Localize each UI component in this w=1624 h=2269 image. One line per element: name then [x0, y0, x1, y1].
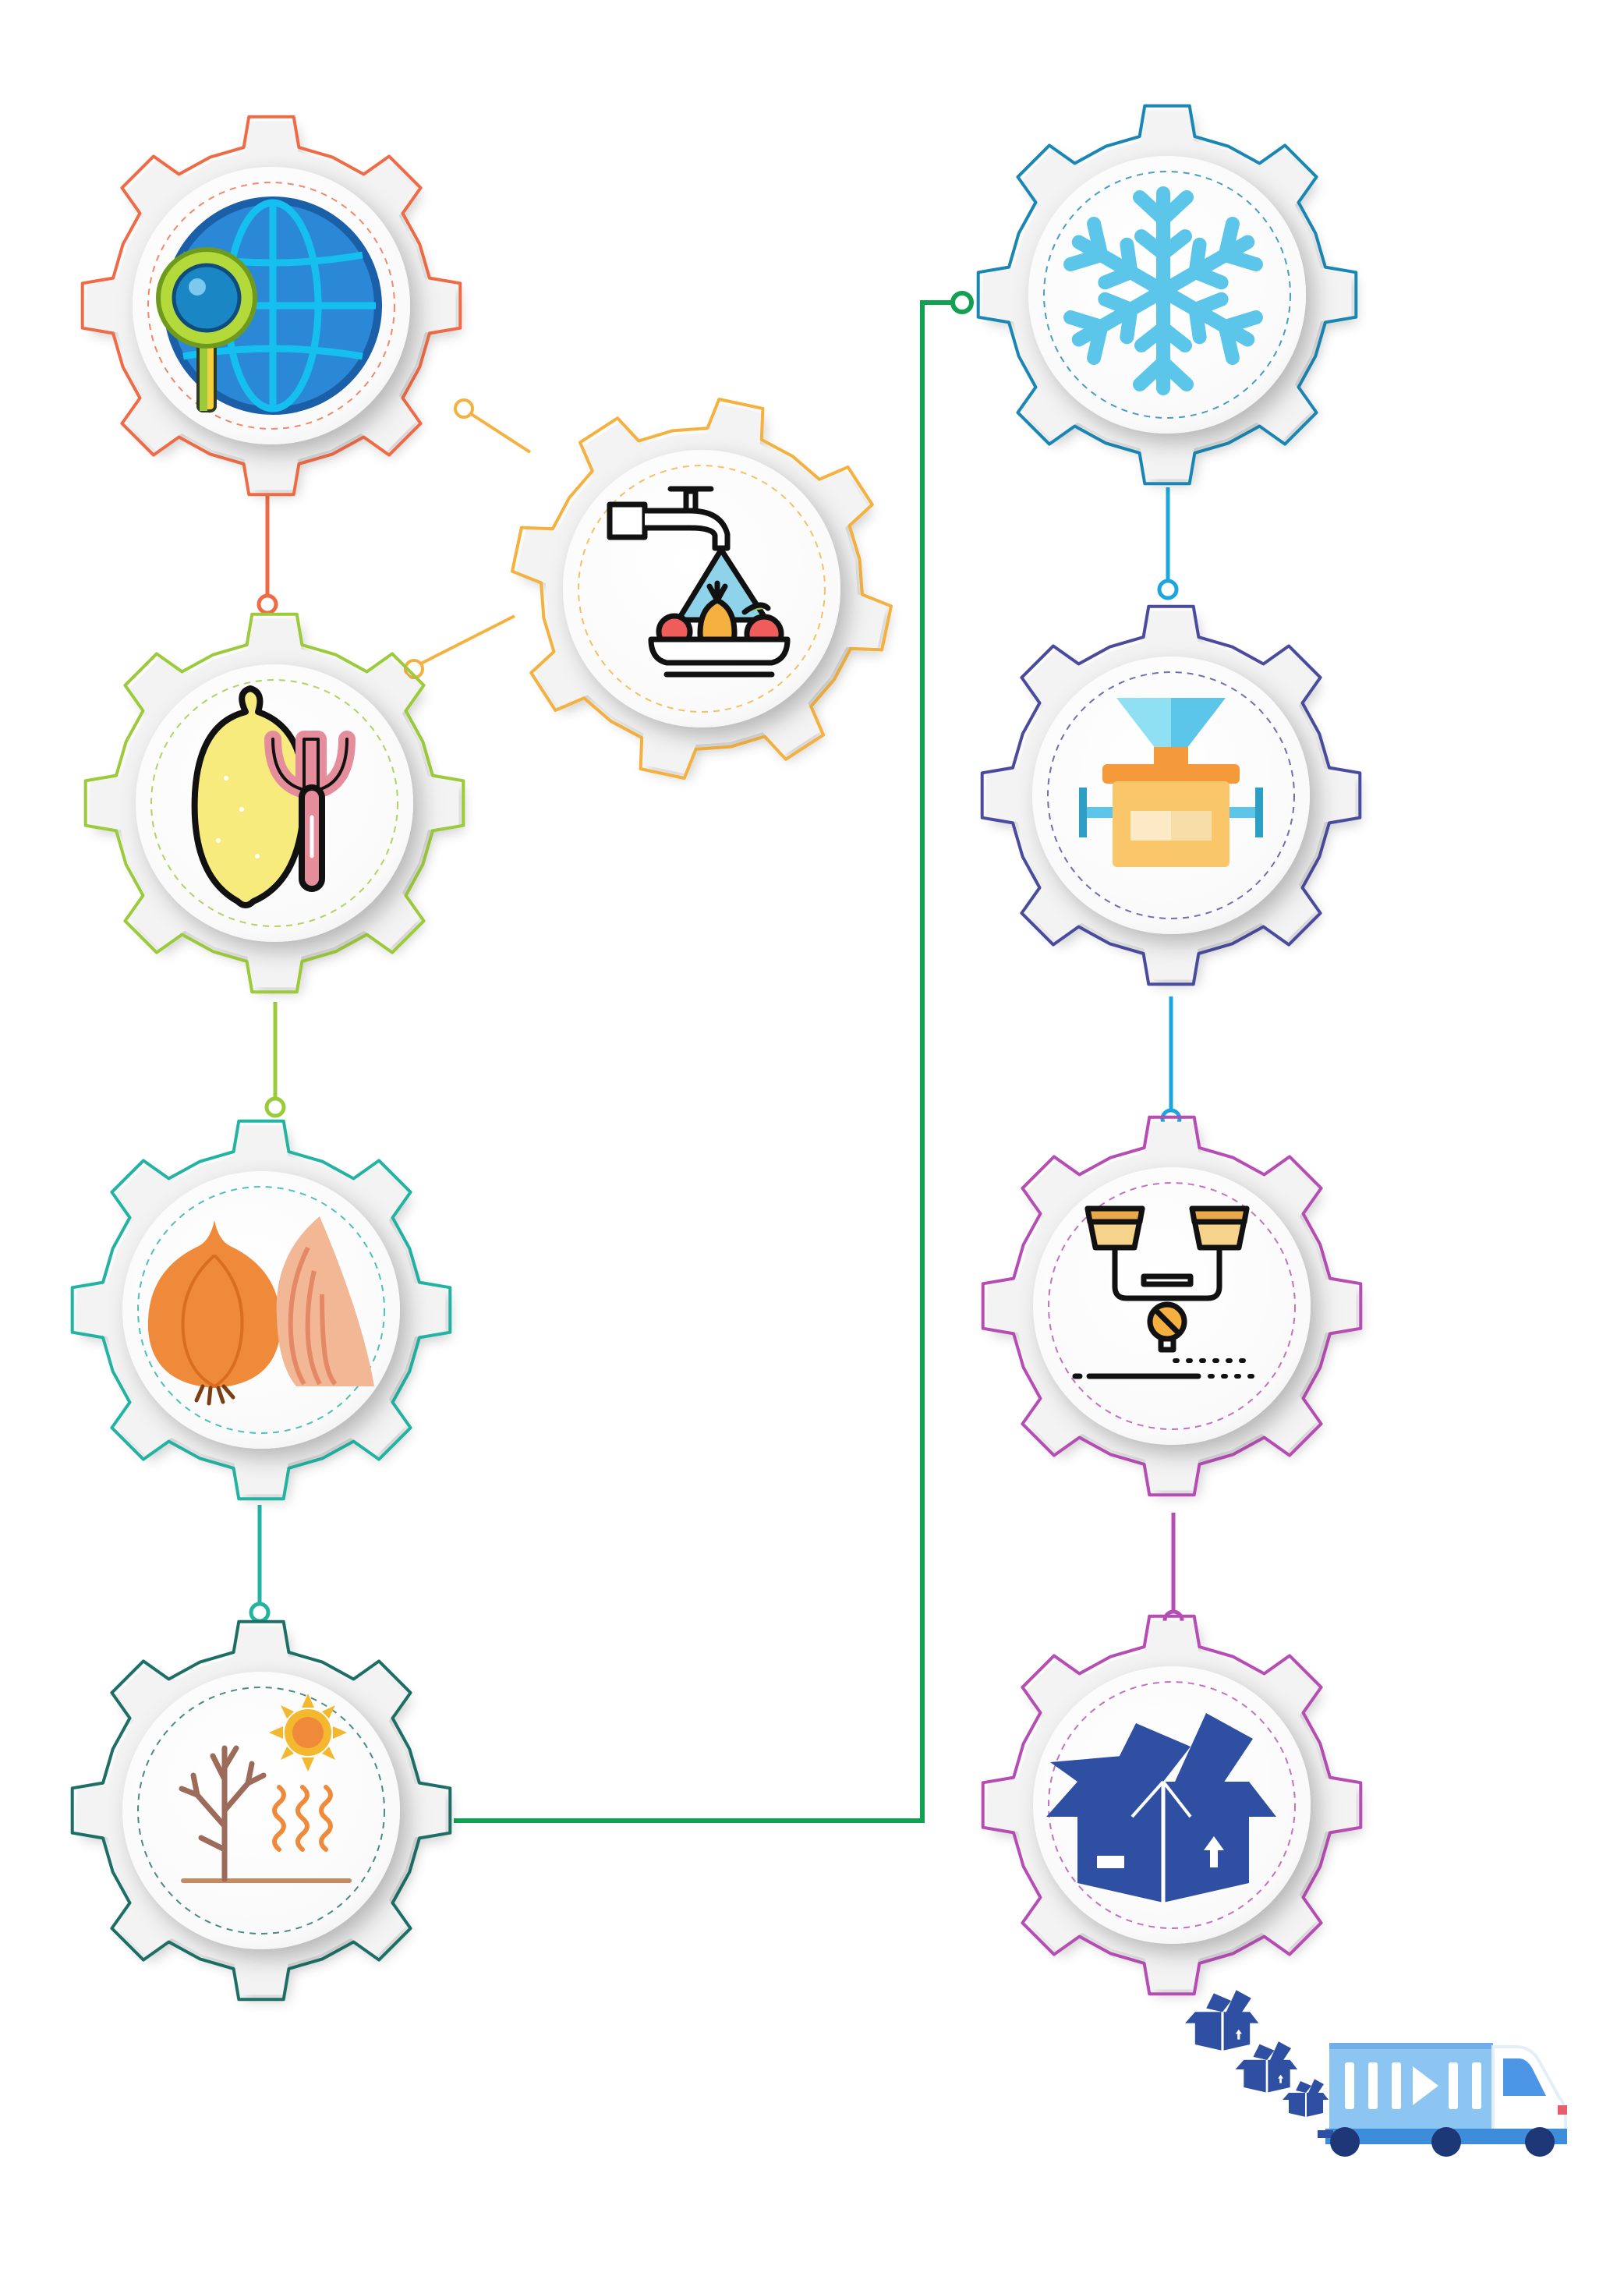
gear-dashed-ring [1043, 171, 1291, 419]
open-box-icon [1046, 1713, 1276, 1903]
sun-dried-tree-icon [179, 1694, 352, 1883]
connectors [249, 291, 1184, 1823]
connector-dot [257, 593, 278, 615]
gear-dashed-ring [137, 1186, 385, 1434]
connector-dot [249, 1602, 271, 1623]
connector-dot [1157, 579, 1179, 600]
connector-dot [454, 398, 474, 419]
snowflake-icon [1067, 186, 1260, 388]
connector-drying-freezing [454, 300, 957, 1823]
gear-outline [511, 398, 893, 780]
connector-inspection-washing [462, 408, 532, 454]
gear-disc [122, 1672, 400, 1949]
connector-dot [264, 1096, 286, 1118]
gear-outline [83, 612, 465, 994]
faucet-washing-vegetables-icon [607, 486, 791, 678]
gear-dashed-ring [147, 182, 395, 430]
connector-dot [950, 291, 974, 314]
gear-dashed-ring [1048, 1182, 1296, 1430]
gear-outline [70, 1119, 452, 1501]
gear-outline [70, 1619, 452, 2002]
small-box-icon [1185, 1990, 1259, 2051]
delivery-truck-icon [1185, 1990, 1567, 2157]
gear-dashed-ring [150, 679, 398, 927]
gear-outline [981, 1115, 1363, 1497]
gear-outline [980, 604, 1362, 986]
gear-dashed-ring [1048, 1681, 1296, 1929]
lemon-peeler-icon [191, 685, 356, 908]
gear-dashed-ring [578, 465, 826, 713]
gear-outline [976, 104, 1358, 486]
filling-machine-icon [1072, 1205, 1254, 1379]
connector-peeling-washing [412, 614, 515, 669]
globe-magnifier-icon [156, 196, 382, 415]
small-box-icon [1235, 2041, 1298, 2093]
gear-outline [981, 1614, 1363, 1996]
gear-dashed-ring [137, 1687, 385, 1934]
gear-drying [70, 1619, 452, 2002]
grinder-machine-icon [1079, 698, 1263, 867]
onion-slices-icon [147, 1216, 374, 1406]
small-box-icon [1283, 2079, 1329, 2118]
gear-outline [80, 115, 462, 497]
gear-dashed-ring [1047, 671, 1295, 919]
